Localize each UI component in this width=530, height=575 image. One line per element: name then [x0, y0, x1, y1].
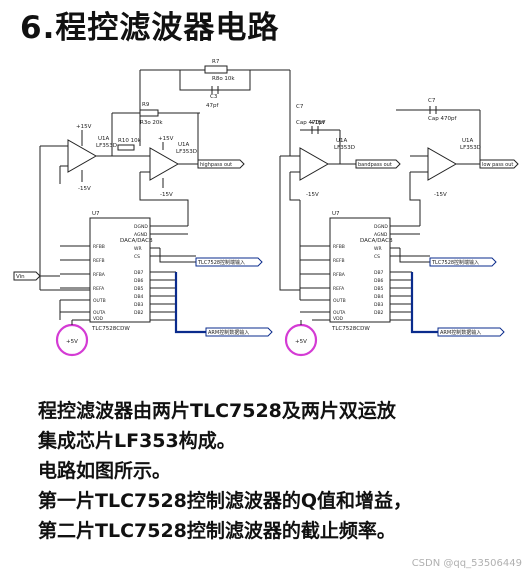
label-c3-val: 47pf [206, 103, 219, 109]
chip-pin-label: RFBA [93, 272, 106, 278]
description-line: 电路如图所示。 [38, 460, 172, 482]
chip-pin-label: DB5 [134, 286, 144, 292]
chip-pin-label: DB7 [134, 270, 144, 276]
chip-pin-label: DB3 [374, 302, 384, 308]
chip-pin-label: AGND [374, 232, 388, 238]
chip-pin-label: DB7 [374, 270, 384, 276]
label-plus15-b: +15V [158, 136, 174, 142]
label-c7-b-val: Cap 470pf [428, 116, 457, 122]
label-c7-b: C7 [428, 98, 436, 104]
label-u7-left: U7 [92, 211, 100, 217]
label-out3: low pass out [482, 162, 513, 168]
label-vin: Vin [16, 274, 25, 280]
description: 程控滤波器由两片TLC7528及两片双运放 集成芯片LF353构成。 电路如图所… [38, 396, 518, 546]
chip-pin-label: DGND [374, 224, 388, 230]
chip-pin-label: AGND [134, 232, 148, 238]
label-c7-a-val: Cap 470pf [296, 120, 325, 126]
chip-pin-label: DB2 [134, 310, 144, 316]
label-u1a-mid: U1A [178, 142, 190, 148]
label-ctrl1-right: TLC7528控制端输入 [431, 259, 479, 266]
label-dac-left: DACA/DACB [120, 238, 153, 244]
chip-pin-label: VDD [93, 316, 104, 322]
chip-pin-label: REFA [93, 286, 105, 292]
chip-pin-label: DB2 [374, 310, 384, 316]
label-u1a-left: U1A [98, 136, 110, 142]
chip-pin-label: OUTA [93, 310, 106, 316]
chip-pin-label: REFB [333, 258, 345, 264]
chip-pin-label: DB4 [374, 294, 384, 300]
label-dac-right: DACA/DACB [360, 238, 393, 244]
label-vcc-left: +5V [66, 339, 78, 345]
label-r7: R7 [212, 59, 220, 65]
label-u1a-mid-part: LF353D [176, 149, 197, 155]
label-ctrl2-right: ARM控制数据输入 [440, 329, 481, 336]
chip-pin-label: DGND [134, 224, 148, 230]
label-u1a-r1: U1A [336, 138, 348, 144]
chip-pin-label: DB5 [374, 286, 384, 292]
label-ctrl2-left: ARM控制数据输入 [208, 329, 249, 336]
description-line: 第二片TLC7528控制滤波器的截止频率。 [38, 520, 396, 542]
chip-pin-label: CS [374, 254, 380, 260]
chip-pin-label: OUTB [333, 298, 346, 304]
chip-pin-label: VDD [333, 316, 344, 322]
label-chip-left: TLC7528CDW [91, 326, 130, 332]
chip-pin-label: REFB [93, 258, 105, 264]
label-vcc-right: +5V [295, 339, 307, 345]
chip-pin-label: WR [374, 246, 382, 252]
label-minus15-d: -15V [434, 192, 447, 198]
chip-pin-label: OUTA [333, 310, 346, 316]
label-c3: C3 [210, 94, 218, 100]
label-u1a-r2-part: LF353D [460, 145, 481, 151]
chip-pin-label: RFBA [333, 272, 346, 278]
label-minus15-c: -15V [306, 192, 319, 198]
label-c7-a: C7 [296, 104, 304, 110]
label-out1: highpass out [200, 162, 232, 168]
description-line: 集成芯片LF353构成。 [38, 430, 236, 452]
label-u1a-r1-part: LF353D [334, 145, 355, 151]
chip-pin-label: RFBB [93, 244, 105, 250]
label-plus15-c: +15V [310, 120, 326, 126]
label-ctrl1-left: TLC7528控制端输入 [197, 259, 245, 266]
chip-pin-label: REFA [333, 286, 345, 292]
label-u7-right: U7 [332, 211, 340, 217]
description-line: 程控滤波器由两片TLC7528及两片双运放 [38, 400, 396, 422]
page-title: 6.程控滤波器电路 [20, 10, 280, 46]
label-u1a-r2: U1A [462, 138, 474, 144]
label-minus15-b: -15V [160, 192, 173, 198]
watermark: CSDN @qq_53506449 [411, 558, 522, 569]
label-out2: bandpass out [358, 162, 392, 168]
label-chip-right: TLC7528CDW [331, 326, 370, 332]
label-u1a-left-part: LF353D [96, 143, 117, 149]
chip-pin-label: DB4 [134, 294, 144, 300]
chip-pin-label: WR [134, 246, 142, 252]
label-r9-val: R3o 20k [140, 120, 163, 126]
label-r-mid: R10 10k [118, 138, 142, 144]
chip-pin-label: RFBB [333, 244, 345, 250]
chip-pin-label: DB6 [374, 278, 384, 284]
label-minus15-a: -15V [78, 186, 91, 192]
filter-schematic: R7 R8o 10k C3 47pf R9 R3o 20k +15V -15V … [13, 59, 519, 357]
label-r9: R9 [142, 102, 150, 108]
chip-pin-label: DB3 [134, 302, 144, 308]
chip-pin-label: OUTB [93, 298, 106, 304]
description-line: 第一片TLC7528控制滤波器的Q值和增益， [38, 490, 413, 512]
label-r7-val: R8o 10k [212, 76, 235, 82]
chip-pin-label: DB6 [134, 278, 144, 284]
label-plus15-a: +15V [76, 124, 92, 130]
chip-pin-label: CS [134, 254, 140, 260]
